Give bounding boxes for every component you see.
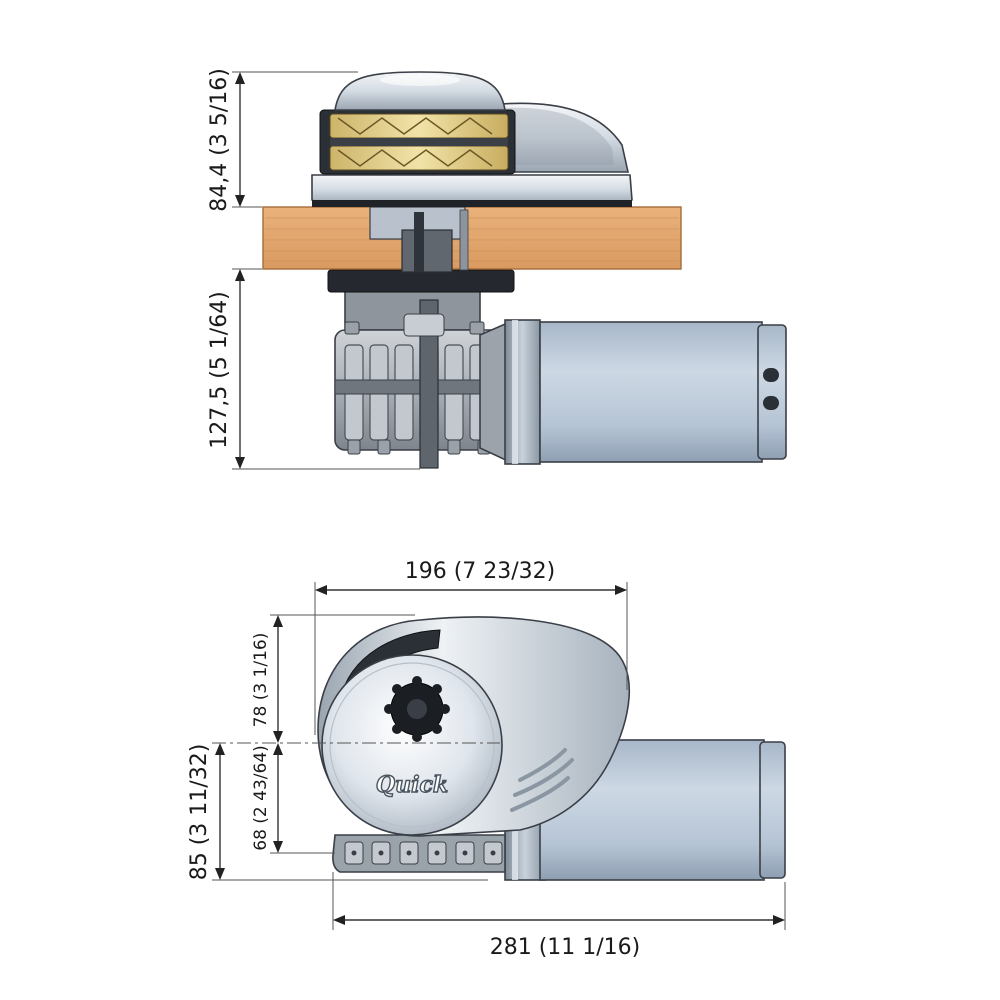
dimension-281: 281 (11 1/16) [332,872,786,960]
dimension-127-5: 127,5 (5 1/64) [207,268,420,470]
under-deck-flange [327,269,515,293]
brand-logo: Quick [376,772,448,798]
dimension-196: 196 (7 23/32) [314,559,628,735]
dim-label-68: 68 (2 43/64) [251,745,271,851]
motor [504,319,787,465]
gearbox [334,289,511,469]
dimension-85: 85 (3 11/32) [187,743,488,881]
side-housing: Quick [317,616,631,837]
dim-label-127-5: 127,5 (5 1/64) [207,291,232,449]
dim-label-196: 196 (7 23/32) [405,559,556,584]
above-deck-unit [311,71,633,207]
dimension-78: 78 (3 1/16) [251,614,415,743]
side-view: Quick 196 (7 23/32) 78 (3 1/16) [187,559,786,960]
top-view: 84,4 (3 5/16) 127,5 (5 1/64) [207,68,787,470]
dim-label-78: 78 (3 1/16) [251,633,271,728]
side-base [332,834,506,873]
dimension-84-4: 84,4 (3 5/16) [207,68,358,212]
deck-plank [262,206,682,273]
dim-label-281: 281 (11 1/16) [490,935,641,960]
dim-label-85: 85 (3 11/32) [187,744,212,881]
dimension-68: 68 (2 43/64) [251,743,335,854]
dim-label-84-4: 84,4 (3 5/16) [207,68,232,212]
